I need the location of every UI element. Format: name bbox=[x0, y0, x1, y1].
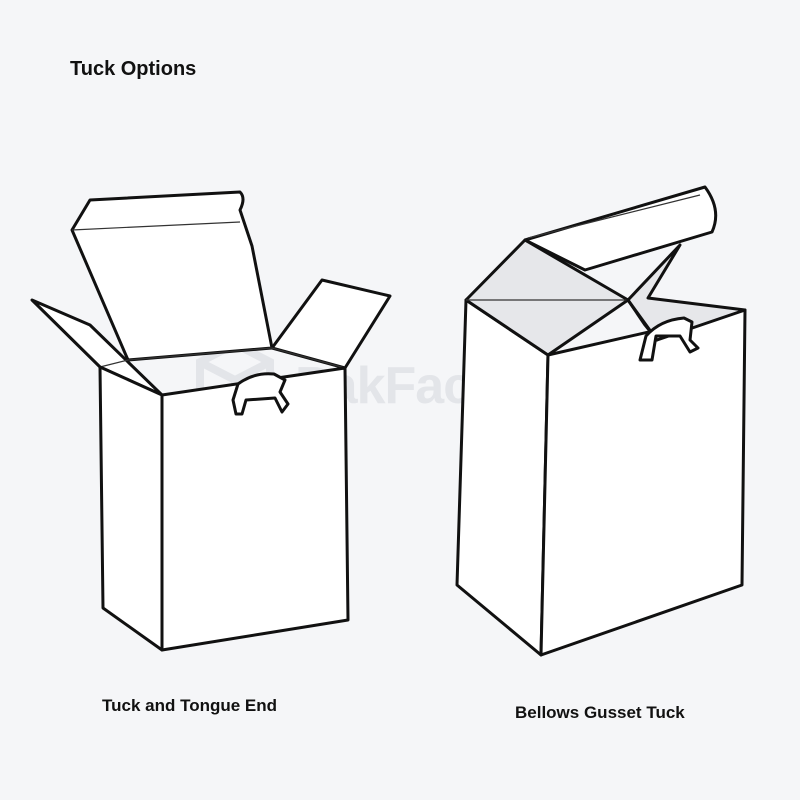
right-box-lid-flap bbox=[523, 185, 718, 272]
right-box-front-face bbox=[539, 308, 747, 657]
left-back-lid-flap bbox=[70, 190, 274, 362]
left-box-front-face bbox=[160, 366, 350, 652]
caption-bellows-gusset-tuck: Bellows Gusset Tuck bbox=[515, 703, 685, 722]
right-box-side-face bbox=[455, 298, 550, 657]
caption-tuck-and-tongue-end: Tuck and Tongue End bbox=[102, 696, 278, 715]
left-tongue-tab bbox=[231, 372, 290, 416]
right-dust-flap bbox=[270, 278, 392, 370]
right-tongue-tab bbox=[638, 316, 700, 362]
tuck-and-tongue-box bbox=[30, 190, 392, 652]
left-box-side-face bbox=[98, 365, 164, 652]
bellows-gusset-box bbox=[455, 185, 747, 657]
page-title: Tuck Options bbox=[70, 58, 197, 80]
